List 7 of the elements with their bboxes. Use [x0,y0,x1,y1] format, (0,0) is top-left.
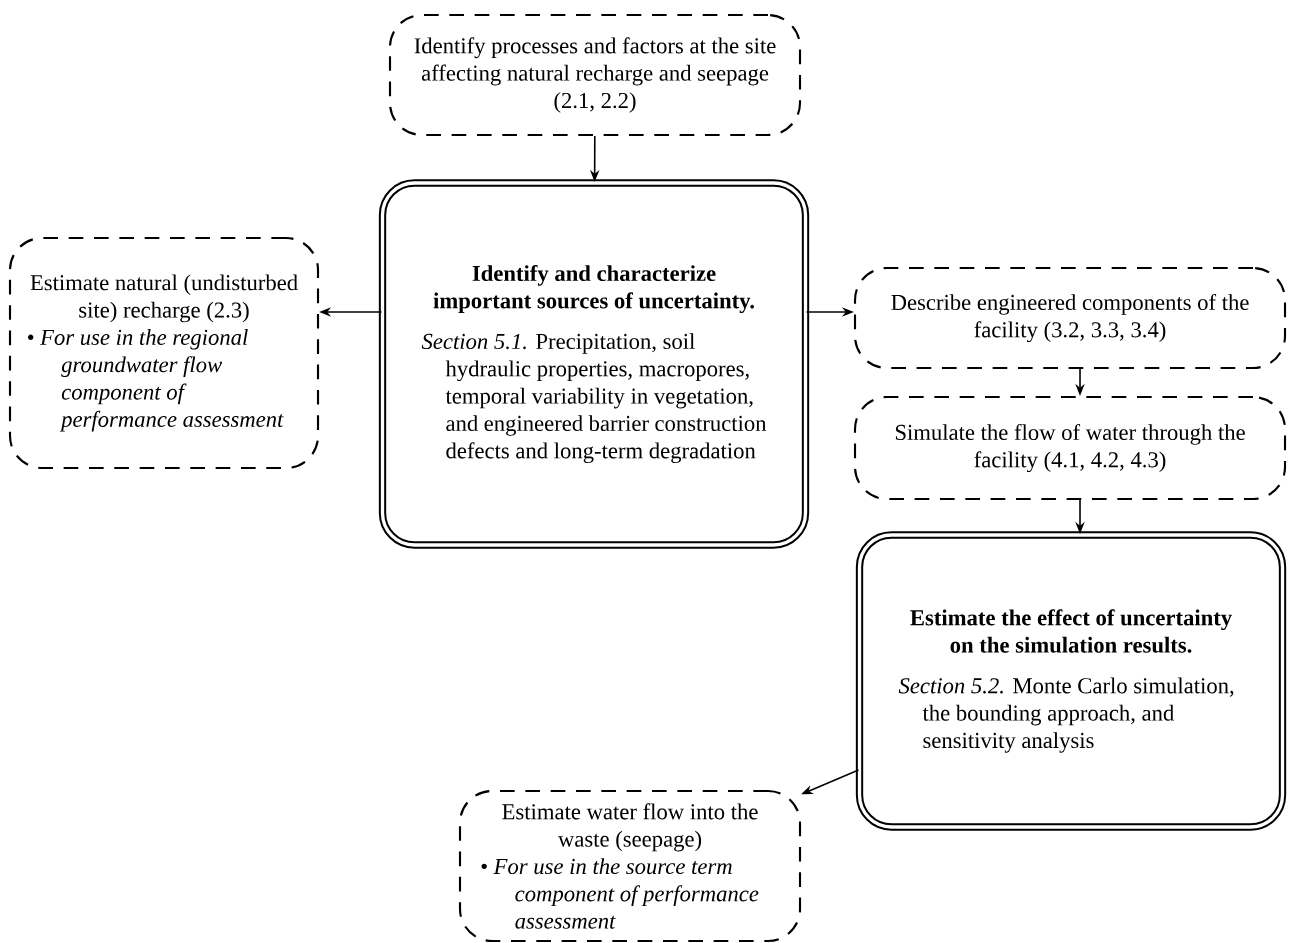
process-box: Identify processes and factors at the site affecting natural recharge and seepage (2.1, 2.2) [388,13,802,137]
process-box: Estimate water flow into the waste (seepage) • For use in the source term component of performance assessment [458,789,802,943]
process-box: Identify and characterize important sources of uncertainty. Section 5.1. Precipitation, soil hydraulic properties, macropores, temporal variability in vegetation, and engineered barrier construction defects and long-term degradation [378,179,810,549]
process-box: Estimate natural (undisturbed site) recharge (2.3) • For use in the regional groundwater flow component of performance assessment [8,236,320,470]
process-box: Simulate the flow of water through the facility (4.1, 4.2, 4.3) [853,395,1287,501]
process-box: Estimate the effect of uncertainty on the simulation results. Section 5.2. Monte Carlo simulation, the bounding approach, and sensitivity analysis [855,531,1287,831]
process-box: Describe engineered components of the facility (3.2, 3.3, 3.4) [853,266,1287,370]
